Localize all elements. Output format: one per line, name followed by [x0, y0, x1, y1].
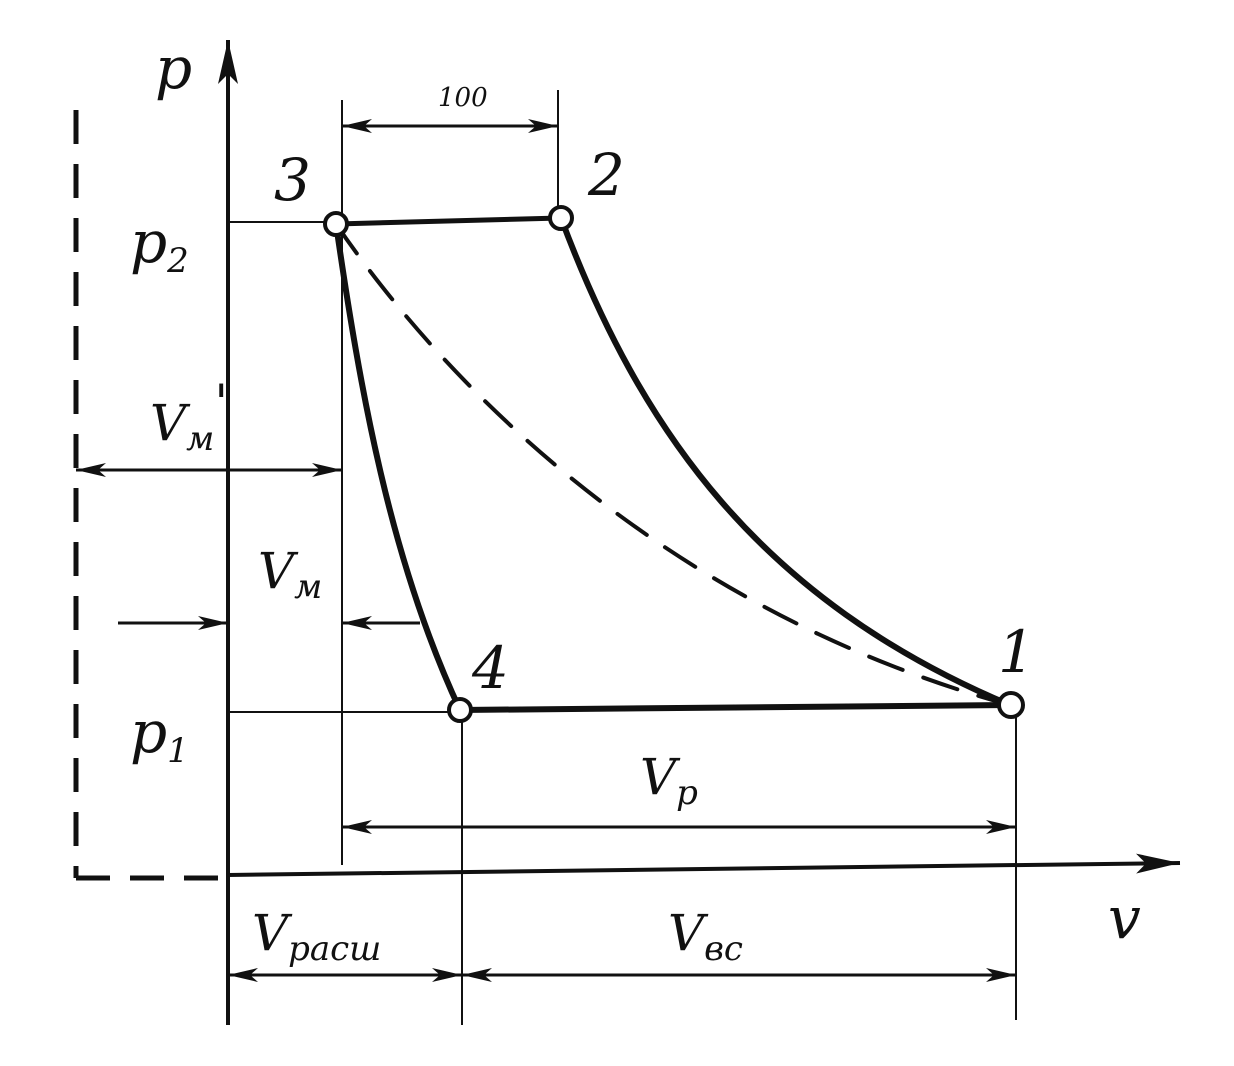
dimension-arrows [76, 119, 1016, 982]
curve-2-1 [558, 215, 1013, 708]
dim-100-label: 100 [438, 83, 488, 113]
line-4-1 [457, 702, 1013, 713]
vrash-label: Vрасш [252, 904, 381, 969]
point-4-marker [447, 697, 473, 723]
point-2-marker [548, 205, 574, 231]
dashed-curve-3-1 [334, 222, 1012, 707]
point-4-label: 4 [471, 634, 509, 702]
point-1-label: 1 [998, 618, 1035, 686]
vvs-label: Vвс [668, 904, 743, 969]
point-3-marker [323, 211, 349, 237]
reference-lines [230, 90, 1017, 1025]
vp-label: Vp [640, 748, 698, 813]
line-3-2 [333, 215, 564, 227]
state-points [323, 205, 1025, 723]
point-2-label: 2 [587, 141, 625, 209]
vm-label: Vм [258, 542, 322, 607]
curve-3-4 [333, 221, 463, 713]
left-dashed-boundary [73, 110, 228, 881]
p1-label: p1 [130, 698, 189, 771]
vm-prime-label: Vм' [150, 374, 228, 459]
point-1-marker [997, 691, 1025, 719]
cycle-curves [333, 215, 1013, 713]
point-3-label: 3 [274, 146, 311, 214]
y-axis-label: p [155, 34, 192, 102]
x-axis [227, 853, 1181, 877]
p2-label: p2 [130, 208, 189, 281]
x-axis-label: v [1108, 884, 1141, 952]
